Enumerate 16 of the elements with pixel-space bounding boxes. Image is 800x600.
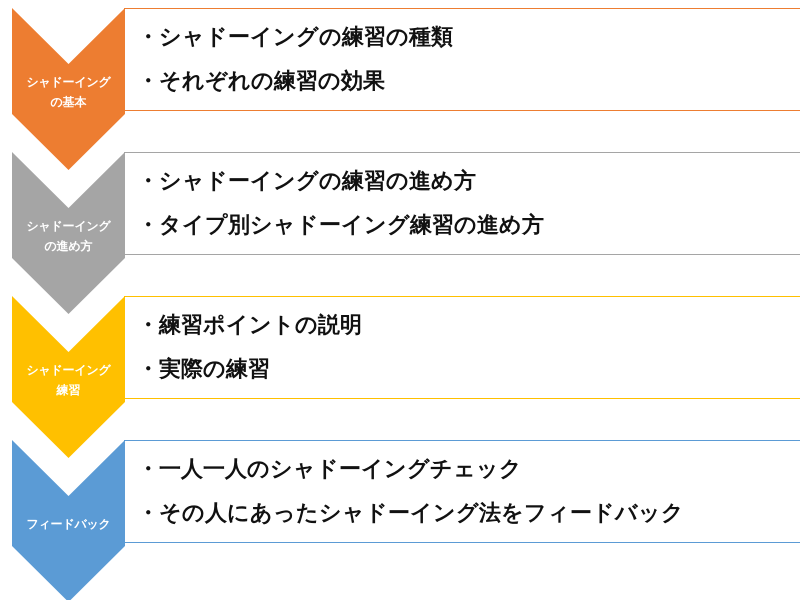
step-label: フィードバック xyxy=(26,516,112,533)
bullet-item: ・それぞれの練習の効果 xyxy=(137,68,385,96)
step-label: シャドーイングの基本 xyxy=(26,74,112,110)
bullet-item: ・その人にあったシャドーイング法をフィードバック xyxy=(137,500,684,528)
bullet-item: ・シャドーイングの練習の種類 xyxy=(137,24,453,52)
content-panel xyxy=(124,8,800,111)
step-label: シャドーイングの進め方 xyxy=(26,218,112,254)
bullet-item: ・練習ポイントの説明 xyxy=(137,312,362,340)
content-panel xyxy=(124,296,800,399)
content-panel xyxy=(124,152,800,255)
content-panel xyxy=(124,440,800,543)
bullet-item: ・シャドーイングの練習の進め方 xyxy=(137,168,476,196)
bullet-item: ・タイプ別シャドーイング練習の進め方 xyxy=(137,212,544,240)
step-label: シャドーイング練習 xyxy=(26,362,112,398)
bullet-item: ・一人一人のシャドーイングチェック xyxy=(137,456,522,484)
bullet-item: ・実際の練習 xyxy=(137,356,270,384)
